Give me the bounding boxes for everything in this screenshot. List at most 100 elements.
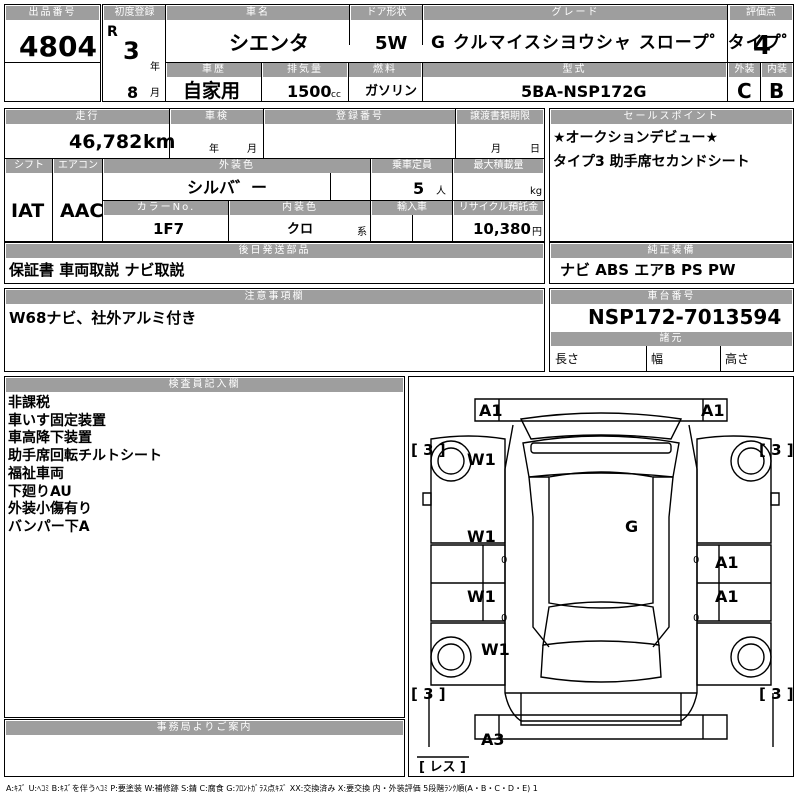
lot-number-box: 出品番号 4804	[4, 4, 101, 102]
ext-score-value: C	[737, 79, 752, 103]
mileage-value: 46,782	[69, 131, 143, 153]
max-load-unit: kg	[530, 186, 543, 197]
dims-height: 高さ	[725, 352, 750, 366]
first-reg-era: R	[107, 24, 118, 40]
damage-a1-right-a: A1	[715, 553, 739, 572]
zero-mark: 0	[501, 555, 507, 566]
damage-w1-a: W1	[467, 450, 496, 469]
recycle-header: リサイクル預託金	[454, 201, 543, 215]
transfer-day-unit: 日	[530, 144, 540, 155]
sales-point-box: セールスポイント ★オークションデビュー★ タイプ3 助手席セカンドシート	[549, 108, 794, 242]
sales-point-header: セールスポイント	[551, 110, 792, 124]
transfer-month-unit: 月	[491, 144, 501, 155]
capacity-header: 乗車定員	[372, 159, 452, 173]
damage-w1-b: W1	[467, 527, 496, 546]
exterior-color-header: 外装色	[104, 159, 370, 173]
car-diagram: A1 A1 [ 3 ] [ 3 ] W1 G W1 A1 W1 A1 W1 [ …	[411, 398, 793, 775]
later-parts-box: 後日発送部品 保証書 車両取説 ナビ取説	[4, 242, 545, 284]
max-load-header: 最大積載量	[454, 159, 543, 173]
lot-number-header: 出品番号	[6, 6, 99, 20]
tire-front-right: [ 3 ]	[759, 441, 793, 459]
model-header: 型式	[423, 63, 726, 77]
chassis-header: 車台番号	[551, 290, 792, 304]
fuel-value: ガソリン	[365, 84, 418, 99]
zero-mark: 0	[693, 555, 699, 566]
tire-front-left: [ 3 ]	[411, 441, 446, 459]
chassis-value: NSP172-7013594	[588, 305, 782, 329]
damage-w1-c: W1	[467, 587, 496, 606]
color-no-value: 1F7	[153, 220, 185, 238]
aircon-header: エアコン	[54, 159, 102, 173]
import-header: 輸入車	[372, 201, 452, 215]
inspector-line: 車高降下装置	[8, 430, 92, 447]
damage-a3-rear: A3	[481, 730, 505, 749]
fuel-header: 燃料	[349, 63, 421, 77]
tire-rear-left: [ 3 ]	[411, 685, 446, 703]
first-reg-year-unit: 年	[150, 62, 160, 73]
legend: A:ｷｽﾞ U:ﾍｺﾐ B:ｷｽﾞを伴うﾍｺﾐ P:要塗装 W:補修跡 S:錆 …	[6, 784, 538, 793]
inspector-line: 福祉車両	[8, 465, 64, 482]
interior-color-header: 内装色	[230, 201, 370, 215]
inspection-year-unit: 年	[209, 144, 219, 155]
damage-w1-d: W1	[481, 640, 510, 659]
inspection-header: 車検	[171, 110, 263, 124]
model-value: 5BA-NSP172G	[521, 82, 647, 101]
inspector-header: 検査員記入欄	[6, 378, 403, 392]
dims-header: 諸元	[551, 332, 792, 346]
sales-point-line-2: タイプ3 助手席セカンドシート	[553, 154, 750, 170]
notes-value: W68ナビ、社外アルミ付き	[9, 309, 197, 327]
inspector-line: 助手席回転チルトシート	[8, 448, 162, 465]
office-box: 事務局よりご案内	[4, 719, 405, 777]
int-score-value: B	[769, 79, 785, 103]
door-header: ドア形状	[351, 6, 422, 20]
zero-mark: 0	[693, 613, 699, 624]
interior-color-value: クロ	[287, 222, 314, 237]
ext-score-header: 外装	[729, 63, 760, 77]
shift-value: IAT	[11, 200, 45, 222]
car-diagram-box: A1 A1 [ 3 ] [ 3 ] W1 G W1 A1 W1 A1 W1 [ …	[408, 376, 794, 777]
options-box: 純正装備 ナビ ABS エアB PS PW	[549, 242, 794, 284]
notes-header: 注意事項欄	[6, 290, 543, 304]
options-value: ナビ ABS エアB PS PW	[560, 261, 736, 279]
inspector-line: バンパー下A	[8, 518, 90, 535]
int-score-header: 内装	[762, 63, 792, 77]
damage-a1-front-right: A1	[701, 401, 725, 420]
mileage-header: 走行	[6, 110, 169, 124]
inspector-line: 下廻りAU	[8, 483, 72, 500]
history-value: 自家用	[183, 80, 241, 102]
door-value: 5W	[375, 33, 408, 54]
color-no-header: カラーNo.	[104, 201, 228, 215]
dims-length: 長さ	[555, 352, 580, 366]
lot-number-value: 4804	[19, 30, 97, 63]
damage-a1-front-left: A1	[479, 401, 503, 420]
grade-value: G クルマイスシヨウシャ スロープ゜タイプ゜	[431, 33, 800, 53]
dims-width: 幅	[651, 352, 664, 366]
capacity-value: 5	[413, 179, 425, 198]
aircon-value: AAC	[60, 200, 104, 222]
interior-color-unit: 系	[357, 227, 367, 238]
displacement-header: 排気量	[263, 63, 347, 77]
displacement-unit: cc	[331, 90, 341, 100]
reg-number-header: 登録番号	[265, 110, 455, 124]
exterior-color-value: シルバ゛ー	[187, 178, 268, 197]
recycle-unit: 円	[532, 227, 542, 238]
first-reg-year: 3	[123, 37, 140, 65]
office-header: 事務局よりご案内	[6, 721, 403, 735]
later-parts-header: 後日発送部品	[6, 244, 543, 258]
damage-a1-right-b: A1	[715, 587, 739, 606]
first-reg-month-unit: 月	[150, 88, 160, 99]
chassis-box: 車台番号 NSP172-7013594 諸元 長さ 幅 高さ	[549, 288, 794, 372]
options-header: 純正装備	[551, 244, 792, 258]
displacement-value: 1500	[287, 82, 332, 101]
history-header: 車歴	[167, 63, 261, 77]
mileage-unit: km	[143, 131, 176, 153]
first-reg-month: 8	[127, 83, 139, 102]
inspector-line: 外装小傷有り	[8, 501, 92, 518]
details-box: 走行 車検 登録番号 譲渡書類期限 46,782 km 年 月 月 日 シフト …	[4, 108, 545, 242]
score-value: 4	[753, 31, 772, 61]
vehicle-info-box: 初度登録 車名 ドア形状 グレード 評価点 R 3 年 シエンタ 5W G クル…	[102, 4, 799, 103]
car-name-header: 車名	[167, 6, 349, 20]
car-name-value: シエンタ	[229, 31, 309, 55]
recycle-value: 10,380	[473, 220, 531, 238]
inspector-line: 非課税	[8, 395, 50, 411]
